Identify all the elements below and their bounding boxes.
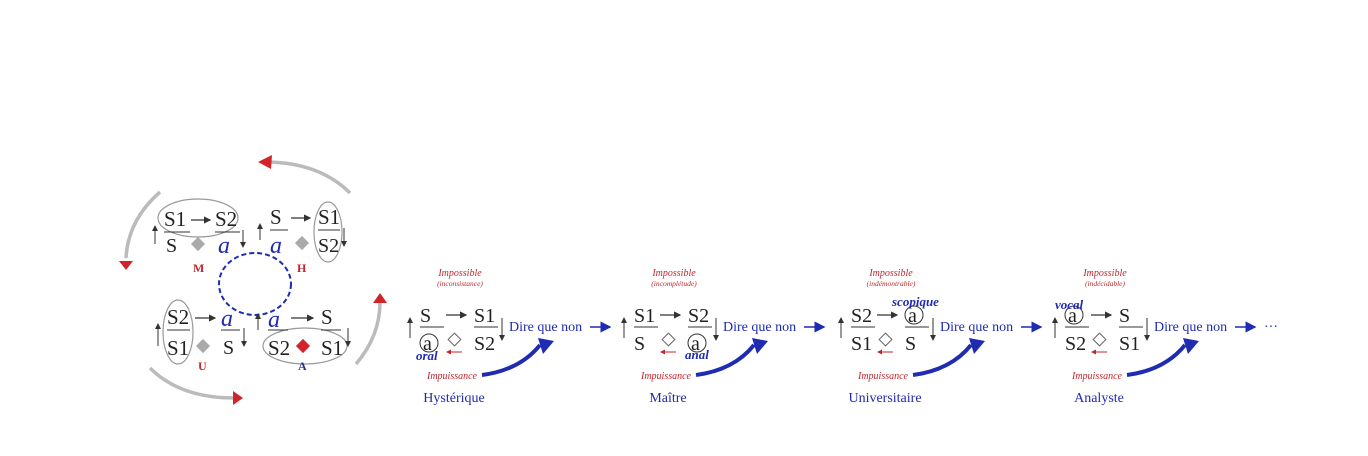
quadrant-diagram: S1 S2 S a M S S1 a S2 H: [119, 155, 387, 405]
formula-top-right: S: [1119, 305, 1130, 327]
H-bottom-left: a: [270, 233, 282, 259]
losange-icon: [878, 332, 893, 347]
blue-arrowhead-icon: [752, 338, 768, 354]
red-arrowhead-icon: [373, 293, 387, 303]
M-label: M: [193, 261, 204, 275]
impossible-subtitle: (indémontrable): [867, 279, 916, 288]
M-bottom-right: a: [218, 233, 230, 259]
quadrant-cell-M: S1 S2 S a M: [152, 198, 246, 275]
losange-icon: [190, 236, 206, 252]
U-bottom-left: S1: [167, 336, 189, 360]
impossible-subtitle: (indécidable): [1085, 279, 1125, 288]
losange-icon: [447, 332, 462, 347]
H-label: H: [297, 261, 307, 275]
impuissance-label: Impuissance: [426, 371, 478, 382]
losange-icon: [195, 338, 211, 354]
losange-icon: [1092, 332, 1107, 347]
object-label: vocal: [1055, 297, 1084, 312]
formula-top-left: a: [1068, 305, 1077, 327]
impuissance-label: Impuissance: [640, 371, 692, 382]
impuissance-label: Impuissance: [1071, 371, 1123, 382]
object-label: scopique: [891, 294, 939, 309]
impossible-label: Impossible: [1082, 268, 1127, 279]
A-bottom-right: S1: [321, 336, 343, 360]
H-top-left: S: [270, 205, 282, 229]
dire-curve: [481, 343, 542, 377]
formula-top-left: S1: [634, 305, 655, 327]
H-bottom-right: S2: [318, 235, 339, 257]
blue-arrowhead-icon: [538, 338, 554, 354]
U-bottom-right: S: [223, 337, 234, 359]
formula-top-left: S: [420, 305, 431, 327]
impuissance-label: Impuissance: [857, 371, 909, 382]
U-top-right: a: [221, 306, 233, 332]
red-arrowhead-icon: [258, 155, 272, 169]
impossible-label: Impossible: [651, 268, 696, 279]
formula-top-right: S2: [688, 305, 709, 327]
quadrant-cell-H: S S1 a S2 H: [257, 201, 347, 275]
losange-icon: [294, 235, 310, 251]
impossible-subtitle: (inconsistance): [437, 279, 483, 288]
ellipsis: ···: [1264, 320, 1278, 335]
dire-que-non-label: Dire que non: [723, 320, 796, 335]
A-top-left: a: [268, 307, 280, 333]
discourse-name: Maître: [649, 391, 686, 406]
dire-curve: [912, 343, 973, 377]
M-bottom-left: S: [166, 235, 177, 257]
object-label: anal: [685, 347, 709, 362]
rotation-arcs: [119, 155, 387, 405]
formula-top-right: S1: [474, 305, 495, 327]
impossible-subtitle: (incomplétude): [651, 279, 697, 288]
discourse-name: Analyste: [1074, 391, 1124, 406]
formula-bottom-right: S: [905, 333, 916, 355]
dire-curve: [1126, 343, 1187, 377]
red-losange-icon: [295, 338, 311, 354]
quadrant-cell-A: a S S2 S1 A: [255, 305, 351, 373]
impossible-label: Impossible: [437, 268, 482, 279]
discourse-3: Impossible(indémontrable) S2 aS1 S Impuissan…: [838, 268, 1043, 406]
formula-top-right: a: [908, 305, 917, 327]
formula-bottom-left: a: [423, 333, 432, 355]
dire-que-non-label: Dire que non: [509, 320, 582, 335]
formula-bottom-right: S1: [1119, 333, 1140, 355]
red-arrowhead-icon: [233, 391, 243, 405]
formula-top-left: S2: [851, 305, 872, 327]
formula-bottom-right: a: [691, 333, 700, 355]
formula-bottom-right: S2: [474, 333, 495, 355]
U-label: U: [198, 359, 207, 373]
dire-que-non-label: Dire que non: [940, 320, 1013, 335]
A-top-right: S: [321, 305, 333, 329]
U-top-left: S2: [167, 305, 189, 329]
impossible-label: Impossible: [868, 268, 913, 279]
M-top-left: S1: [164, 207, 186, 231]
dire-curve: [695, 343, 756, 377]
discourse-4: Impossible(indécidable) a S S2 S1Impuissance…: [1052, 268, 1257, 406]
discourse-name: Hystérique: [423, 391, 484, 406]
A-label: A: [298, 359, 307, 373]
M-top-right: S2: [215, 207, 237, 231]
discourse-name: Universitaire: [848, 391, 921, 406]
blue-arrowhead-icon: [1183, 338, 1199, 354]
dire-que-non-label: Dire que non: [1154, 320, 1227, 335]
quadrant-cell-U: S2 a S1 S U: [155, 299, 247, 373]
formula-bottom-left: S1: [851, 333, 872, 355]
blue-arrowhead-icon: [969, 338, 985, 354]
formula-bottom-left: S: [634, 333, 645, 355]
red-arrowhead-icon: [119, 261, 133, 270]
discourse-1: Impossible(inconsistance) S S1 a S2Impuissan…: [407, 268, 612, 406]
formula-bottom-left: S2: [1065, 333, 1086, 355]
object-label: oral: [416, 348, 438, 363]
losange-icon: [661, 332, 676, 347]
H-top-right: S1: [318, 205, 340, 229]
A-bottom-left: S2: [268, 336, 290, 360]
